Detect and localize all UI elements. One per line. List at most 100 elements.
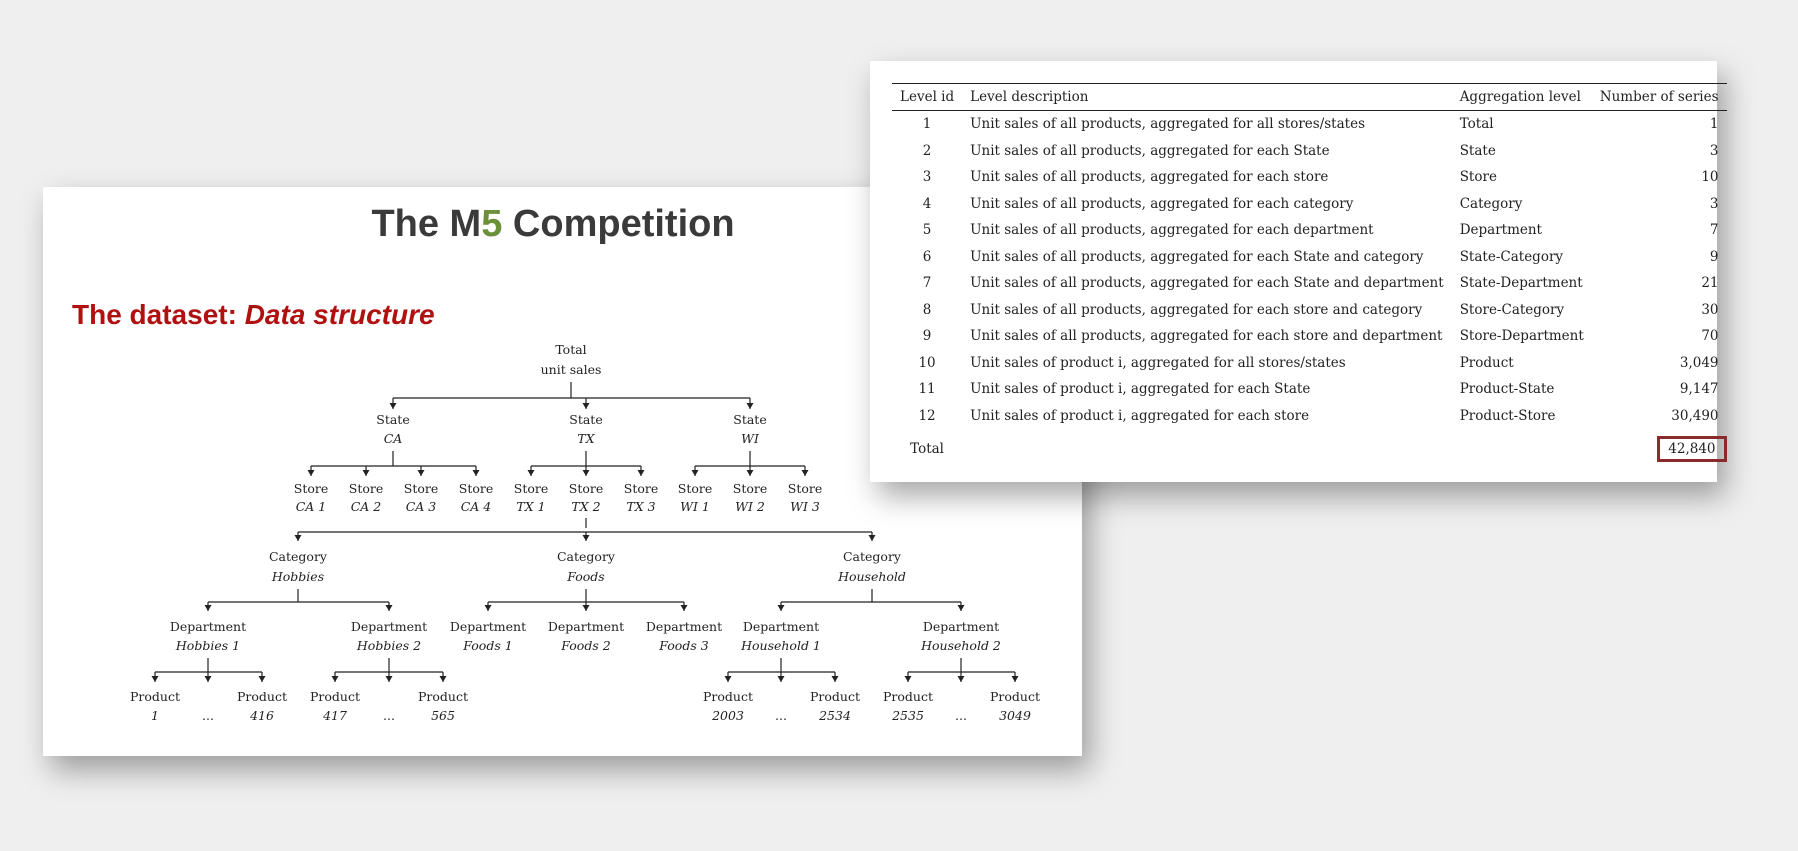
arrow-head-icon bbox=[582, 605, 590, 611]
root-label: Total bbox=[555, 342, 586, 357]
store-label: Store bbox=[349, 481, 384, 496]
title-text-end: Competition bbox=[502, 203, 735, 245]
header-aggregation-level: Aggregation level bbox=[1451, 83, 1592, 111]
state-code: WI bbox=[741, 431, 760, 446]
level-description-cell: Unit sales of all products, aggregated f… bbox=[970, 116, 1365, 133]
series-count-cell: 30 bbox=[1701, 301, 1719, 318]
level-id-cell: 2 bbox=[922, 142, 932, 159]
aggregation-level-cell: Department bbox=[1459, 222, 1542, 239]
table-header-row: Level id Level description Aggregation l… bbox=[892, 83, 1727, 111]
series-count-cell: 9,147 bbox=[1679, 381, 1719, 398]
store-code: WI 3 bbox=[790, 499, 820, 514]
product-last-id: 565 bbox=[431, 708, 455, 723]
product-first-id: 2535 bbox=[891, 708, 924, 723]
category-label: Category bbox=[843, 549, 902, 564]
product-label: Product bbox=[418, 689, 468, 704]
arrow-head-icon bbox=[1011, 676, 1019, 682]
category-label: Category bbox=[557, 549, 616, 564]
store-code: CA 2 bbox=[351, 499, 382, 514]
state-label: State bbox=[376, 412, 409, 427]
arrow-head-icon bbox=[746, 403, 754, 409]
department-name: Foods 3 bbox=[658, 638, 708, 653]
series-count-cell: 3 bbox=[1709, 195, 1719, 212]
store-code: TX 3 bbox=[626, 499, 655, 514]
category-name: Hobbies bbox=[271, 569, 324, 584]
product-ellipsis: ... bbox=[383, 708, 395, 723]
product-label: Product bbox=[130, 689, 180, 704]
aggregation-level-cell: State bbox=[1459, 142, 1496, 159]
level-id-cell: 4 bbox=[922, 195, 932, 212]
series-count-cell: 3,049 bbox=[1679, 354, 1719, 371]
level-id-cell: 6 bbox=[922, 248, 932, 265]
aggregation-level-cell: State-Category bbox=[1459, 248, 1564, 265]
arrow-head-icon bbox=[307, 470, 315, 476]
arrow-head-icon bbox=[151, 676, 159, 682]
state-code: TX bbox=[577, 431, 595, 446]
product-last-id: 3049 bbox=[999, 708, 1031, 723]
arrow-head-icon bbox=[385, 605, 393, 611]
store-code: CA 1 bbox=[296, 499, 327, 514]
department-label: Department bbox=[646, 619, 722, 634]
table-total-row: Total 42,840 bbox=[892, 429, 1727, 467]
arrow-head-icon bbox=[777, 676, 785, 682]
arrow-head-icon bbox=[389, 403, 397, 409]
product-label: Product bbox=[310, 689, 360, 704]
aggregation-level-cell: State-Department bbox=[1459, 275, 1583, 292]
department-name: Foods 2 bbox=[560, 638, 610, 653]
title-text: The M bbox=[371, 203, 482, 245]
total-count-cell: 42,840 bbox=[1592, 429, 1727, 467]
total-label: Total bbox=[910, 441, 945, 457]
product-first-id: 2003 bbox=[711, 708, 744, 723]
table-row: 1 Unit sales of all products, aggregated … bbox=[892, 111, 1727, 138]
arrow-head-icon bbox=[362, 470, 370, 476]
level-id-cell: 8 bbox=[922, 301, 932, 318]
store-label: Store bbox=[514, 481, 549, 496]
series-count-cell: 21 bbox=[1701, 275, 1719, 292]
arrow-head-icon bbox=[691, 470, 699, 476]
store-code: CA 4 bbox=[461, 499, 492, 514]
store-code: TX 2 bbox=[571, 499, 600, 514]
level-id-cell: 12 bbox=[918, 407, 936, 424]
level-id-cell: 1 bbox=[922, 116, 932, 133]
state-label: State bbox=[569, 412, 602, 427]
series-count-cell: 30,490 bbox=[1671, 407, 1719, 424]
product-label: Product bbox=[990, 689, 1040, 704]
store-label: Store bbox=[294, 481, 329, 496]
arrow-head-icon bbox=[204, 676, 212, 682]
department-label: Department bbox=[923, 619, 999, 634]
series-count-cell: 7 bbox=[1709, 222, 1719, 239]
level-description-cell: Unit sales of all products, aggregated f… bbox=[970, 222, 1374, 239]
series-count-cell: 9 bbox=[1709, 248, 1719, 265]
arrow-head-icon bbox=[680, 605, 688, 611]
department-label: Department bbox=[170, 619, 246, 634]
product-last-id: 416 bbox=[249, 708, 274, 723]
store-label: Store bbox=[459, 481, 494, 496]
product-ellipsis: ... bbox=[955, 708, 967, 723]
arrow-head-icon bbox=[957, 676, 965, 682]
arrow-head-icon bbox=[417, 470, 425, 476]
arrow-head-icon bbox=[746, 470, 754, 476]
store-code: WI 1 bbox=[680, 499, 710, 514]
aggregation-table: Level id Level description Aggregation l… bbox=[892, 83, 1727, 467]
arrow-head-icon bbox=[472, 470, 480, 476]
store-label: Store bbox=[788, 481, 823, 496]
store-code: CA 3 bbox=[406, 499, 437, 514]
product-label: Product bbox=[703, 689, 753, 704]
arrow-head-icon bbox=[582, 535, 590, 541]
level-id-cell: 11 bbox=[918, 381, 936, 398]
aggregation-level-cell: Product bbox=[1459, 354, 1514, 371]
product-label: Product bbox=[810, 689, 860, 704]
arrow-head-icon bbox=[527, 470, 535, 476]
empty-cell bbox=[1452, 429, 1592, 467]
arrow-head-icon bbox=[904, 676, 912, 682]
level-description-cell: Unit sales of all products, aggregated f… bbox=[970, 169, 1329, 186]
arrow-head-icon bbox=[957, 605, 965, 611]
aggregation-level-cell: Store-Department bbox=[1459, 328, 1584, 345]
aggregation-level-cell: Total bbox=[1459, 116, 1494, 133]
